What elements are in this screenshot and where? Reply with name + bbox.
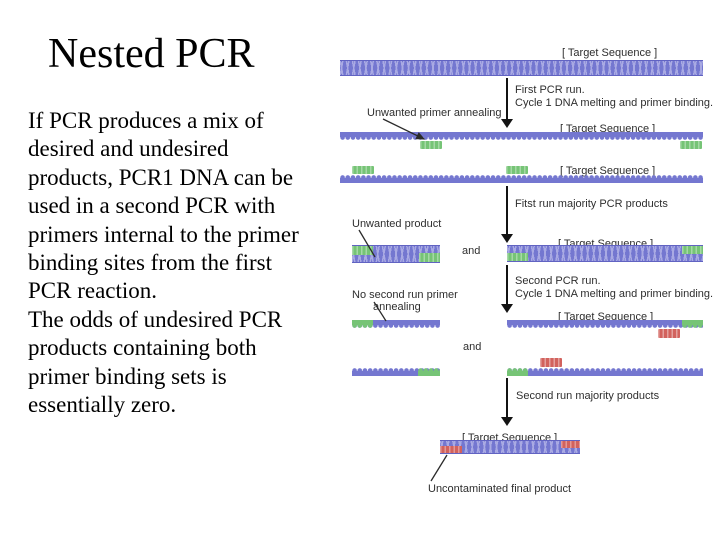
no-second-run-primer-label: No second run primer bbox=[352, 289, 458, 301]
body-line: products, PCR1 DNA can be bbox=[28, 164, 294, 190]
cycle1-melting-binding-label: Cycle 1 DNA melting and primer binding. bbox=[515, 288, 714, 300]
body-line: primer binding sets is bbox=[28, 363, 227, 389]
and-label: and bbox=[462, 245, 481, 257]
second-pcr-run-label: Second PCR run. bbox=[515, 275, 601, 287]
body-line: products containing both bbox=[28, 335, 257, 361]
target-melted-strand-top bbox=[507, 320, 703, 329]
nested-primer-red-block bbox=[540, 358, 562, 367]
body-line: PCR reaction. bbox=[28, 278, 158, 304]
cycle1-melting-binding-label: Cycle 1 DNA melting and primer binding. bbox=[515, 97, 714, 109]
primer-corner-bottom-right bbox=[419, 253, 440, 262]
unwanted-primer-annealing-label: Unwanted primer annealing bbox=[367, 107, 502, 119]
primer-corner-bottom-left bbox=[507, 253, 528, 261]
body-line: used in a second PCR with bbox=[28, 193, 276, 219]
uncontaminated-final-product-label: Uncontaminated final product bbox=[428, 483, 572, 495]
primer-segment-right bbox=[418, 367, 440, 376]
primer-corner-top-left bbox=[352, 246, 373, 255]
unwanted-melted-strand-2 bbox=[352, 367, 440, 376]
slide-title: Nested PCR bbox=[48, 31, 255, 77]
nested-primer-corner-bottom-left bbox=[440, 446, 462, 453]
second-run-products-arrow-icon bbox=[506, 378, 508, 417]
unwanted-product-strand bbox=[352, 245, 440, 263]
first-pcr-run-label: First PCR run. bbox=[515, 84, 585, 96]
body-line: desired and undesired bbox=[28, 136, 229, 162]
melted-bottom-strand bbox=[340, 174, 703, 183]
target-product-strand bbox=[507, 245, 703, 262]
unwanted-product-label: Unwanted product bbox=[352, 218, 442, 230]
target-melted-strand-bottom bbox=[507, 367, 703, 376]
leader-line-final-product bbox=[430, 454, 448, 482]
annealing-label: annealing bbox=[373, 301, 421, 313]
body-line: binding sites from the first bbox=[28, 250, 273, 276]
target-sequence-label: [ Target Sequence ] bbox=[562, 47, 658, 59]
second-pcr-arrow-icon bbox=[506, 265, 508, 304]
final-product-strand bbox=[440, 440, 580, 454]
forward-primer-block bbox=[506, 166, 528, 174]
primer-corner-top-right bbox=[682, 246, 703, 254]
unwanted-melted-strand bbox=[352, 320, 440, 329]
nested-primer-red-block bbox=[658, 329, 680, 338]
primer-segment-left bbox=[507, 367, 528, 376]
melted-top-strand bbox=[340, 132, 703, 141]
body-line: The odds of undesired PCR bbox=[28, 306, 283, 332]
end-primer-block bbox=[352, 166, 374, 174]
second-run-majority-label: Second run majority products bbox=[516, 390, 660, 402]
first-run-products-arrow-icon bbox=[506, 186, 508, 234]
first-pcr-arrow-icon bbox=[506, 78, 508, 119]
primer-segment-left bbox=[352, 320, 373, 329]
unwanted-primer-block bbox=[420, 141, 442, 149]
slide-body: If PCR produces a mix of desired and und… bbox=[28, 107, 299, 419]
body-line: primers internal to the primer bbox=[28, 221, 299, 247]
and-label: and bbox=[463, 341, 482, 353]
end-primer-block bbox=[680, 141, 702, 149]
body-line: If PCR produces a mix of bbox=[28, 108, 264, 133]
nested-primer-corner-top-right bbox=[561, 441, 580, 448]
first-run-majority-label: Fitst run majority PCR products bbox=[515, 198, 668, 210]
body-line: essentially zero. bbox=[28, 392, 177, 418]
primer-segment-right bbox=[682, 320, 703, 329]
dna-template-double-strand bbox=[340, 60, 703, 76]
